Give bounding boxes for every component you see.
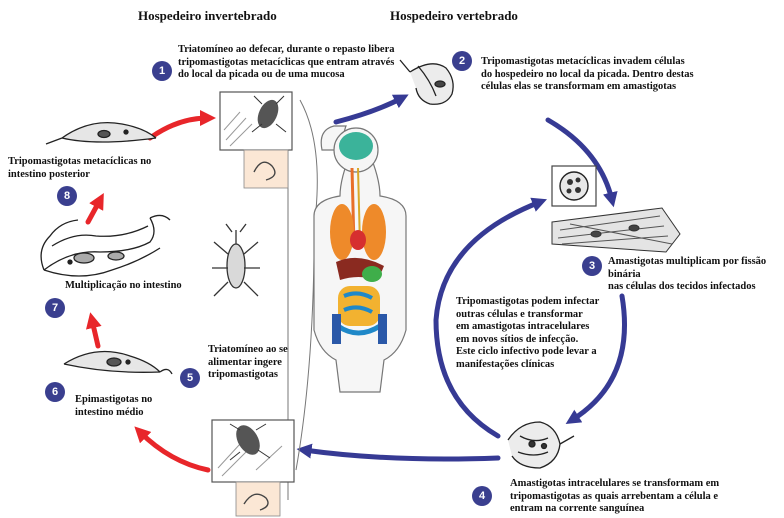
human-body-illustration — [314, 126, 406, 392]
step-8-badge: 8 — [57, 186, 77, 206]
metacyclic-trypomastigote-8 — [46, 123, 156, 144]
step-8-text: Tripomastigotas metacíclicas no intestin… — [8, 156, 188, 181]
recirculation-note: Tripomastigotas podem infectar outras cé… — [456, 296, 626, 371]
step-5-badge: 5 — [180, 368, 200, 388]
step-2-badge: 2 — [452, 51, 472, 71]
triatomine-feeding-box-bottom — [212, 420, 294, 516]
arrow-4-to-5 — [304, 450, 498, 459]
step-1-badge: 1 — [152, 61, 172, 81]
dividing-epimastigote-7 — [41, 215, 170, 276]
step-6-text: Epimastigotas no intestino médio — [75, 394, 185, 419]
triatomine-feeding-box-top — [220, 92, 292, 188]
infected-cell-3 — [552, 166, 596, 206]
infected-tissue-3 — [552, 208, 680, 252]
triatomine-bug-illustration — [212, 224, 260, 296]
cell-bursting-4 — [508, 422, 574, 468]
epimastigote-6 — [64, 352, 172, 375]
header-vertebrate-host: Hospedeiro vertebrado — [390, 8, 518, 24]
step-3-text: Amastigotas multiplicam por fissão binár… — [608, 256, 784, 294]
step-4-text: Amastigotas intracelulares se transforma… — [510, 478, 750, 516]
step-5-text: Triatomíneo ao se alimentar ingere tripo… — [208, 344, 318, 382]
step-2-text: Tripomastigotas metacíclicas invadem cél… — [481, 56, 771, 94]
step-1-text: Triatomíneo ao defecar, durante o repast… — [178, 44, 418, 82]
step-3-badge: 3 — [582, 256, 602, 276]
arrow-6-to-7 — [92, 320, 98, 346]
step-7-badge: 7 — [45, 298, 65, 318]
arrow-8-to-1 — [150, 118, 208, 138]
arrow-5-to-6 — [140, 432, 208, 470]
arrow-1-to-2 — [336, 98, 402, 122]
step-4-badge: 4 — [472, 486, 492, 506]
header-invertebrate-host: Hospedeiro invertebrado — [138, 8, 277, 24]
step-6-badge: 6 — [45, 382, 65, 402]
step-7-text: Multiplicação no intestino — [65, 280, 215, 293]
arrow-7-to-8 — [88, 200, 100, 222]
